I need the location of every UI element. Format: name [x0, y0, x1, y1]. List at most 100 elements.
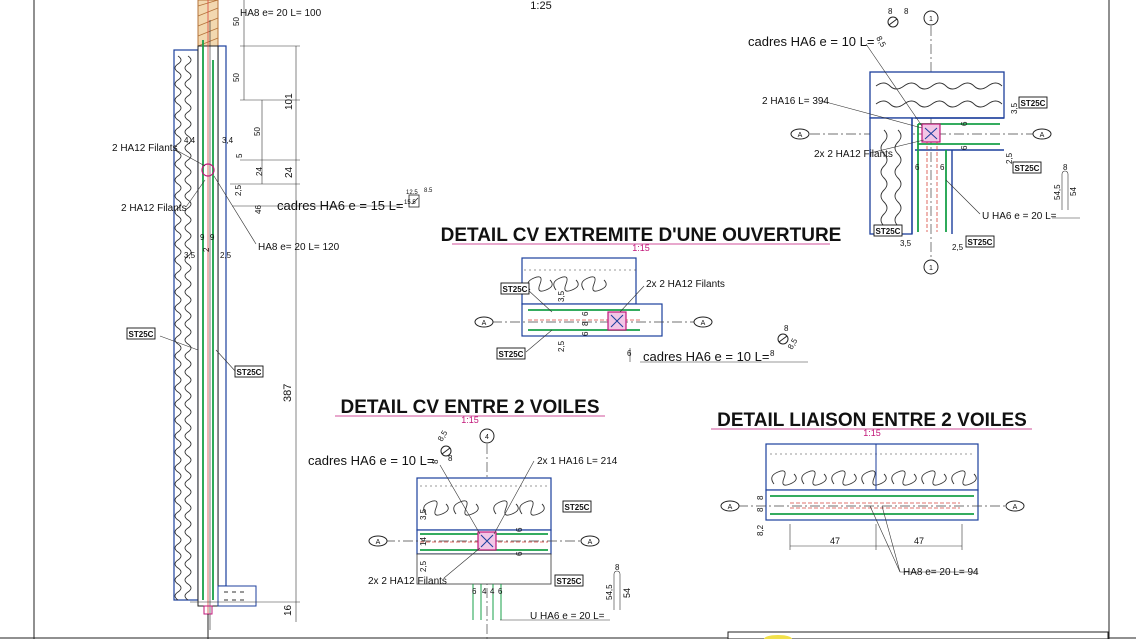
top-right-st25c-c: ST25C	[876, 227, 901, 236]
callout-ha8-mid: HA8 e= 20 L= 120	[258, 242, 340, 253]
opening-dim-8: 8	[581, 321, 590, 326]
detail-two-walls: DETAIL CV ENTRE 2 VOILES 1:15 4 A A cadr…	[308, 397, 632, 639]
two-walls-dim-b4b: 4	[490, 587, 495, 596]
two-walls-dim-54-5: 54,5	[605, 584, 614, 600]
liaison-ha8: HA8 e= 20 L= 94	[903, 567, 979, 578]
liaison-dim-8a: 8	[756, 495, 765, 500]
two-walls-dim-b6b: 6	[498, 587, 503, 596]
liaison-dim-8b: 8	[756, 507, 765, 512]
dim-4-4: 4,4	[184, 136, 196, 145]
sheet-scale: 1:25	[530, 0, 551, 12]
top-right-st25c-b: ST25C	[1015, 164, 1040, 173]
dim-2-5-b: 2,5	[220, 251, 232, 260]
two-walls-dim-2-5: 2,5	[419, 560, 428, 572]
top-right-sym-85: 8,5	[874, 35, 888, 50]
two-walls-ha16: 2x 1 HA16 L= 214	[537, 456, 618, 467]
dim-3-4: 3,4	[222, 136, 234, 145]
axis-marker-a-left-top: A	[798, 132, 803, 139]
two-walls-dim-6b: 6	[515, 551, 524, 556]
dim-2: 2	[202, 247, 211, 252]
title-detail-two-walls: DETAIL CV ENTRE 2 VOILES	[340, 397, 599, 418]
callout-ha12-filants-a: 2 HA12 Filants	[112, 143, 178, 154]
top-right-sym-8b: 8	[904, 7, 909, 16]
two-walls-sym-8b: 8	[448, 454, 453, 463]
two-walls-dim-b4a: 4	[482, 587, 487, 596]
detail-opening: DETAIL CV EXTREMITE D'UNE OUVERTURE 1:15…	[441, 225, 842, 364]
top-right-st25c-d: ST25C	[968, 238, 993, 247]
axis-marker-1-bottom: 1	[929, 265, 933, 272]
dim-50-b: 50	[232, 73, 241, 82]
two-walls-dim-b6a: 6	[472, 587, 477, 596]
scale-detail-liaison: 1:15	[863, 428, 881, 438]
opening-axis-a-left: A	[482, 320, 487, 327]
dim-3-5: 3,5	[184, 251, 196, 260]
two-walls-dim-8: 8	[615, 563, 620, 572]
st25c-tag-b: ST25C	[237, 368, 262, 377]
dim-387: 387	[282, 384, 294, 402]
top-right-dim-6b: 6	[960, 145, 969, 150]
top-right-ha12: 2x 2 HA12 Filants	[814, 149, 893, 160]
opening-sym-8b: 8	[770, 349, 775, 358]
scale-detail-opening: 1:15	[632, 243, 650, 253]
wall-section: HA8 e= 20 L= 100 2 HA12 Filants 2 HA12 F…	[112, 0, 433, 639]
top-right-dim-54: 54	[1069, 187, 1078, 196]
dim-5: 5	[235, 153, 244, 158]
top-right-dim-2-5a: 2,5	[1005, 152, 1014, 164]
top-right-dim-2-5b: 2,5	[952, 243, 964, 252]
two-walls-axis-4: 4	[485, 434, 489, 441]
detail-top-right: 1 1 A A cadres HA6 e = 10 L= 2 HA	[748, 7, 1080, 275]
liaison-dim-47b: 47	[914, 536, 924, 546]
symbol-dim-a: 12.5	[406, 190, 418, 196]
opening-dim-6a: 6	[581, 311, 590, 316]
liaison-dim-47a: 47	[830, 536, 840, 546]
two-walls-st25c-a: ST25C	[565, 503, 590, 512]
top-right-dim-8: 8	[1063, 163, 1068, 172]
callout-ha8-top: HA8 e= 20 L= 100	[240, 8, 322, 19]
detail-liaison: DETAIL LIAISON ENTRE 2 VOILES 1:15 A A 4…	[711, 410, 1032, 578]
dim-50-a: 50	[232, 17, 241, 26]
dim-16: 16	[283, 604, 294, 616]
top-right-u-ha6: U HA6 e = 20 L=	[982, 211, 1057, 222]
dim-24-b: 24	[284, 166, 295, 178]
opening-sym-8a: 8	[784, 324, 789, 333]
opening-ha12: 2x 2 HA12 Filants	[646, 279, 725, 290]
st25c-tag-a: ST25C	[129, 330, 154, 339]
opening-axis-a-right: A	[701, 320, 706, 327]
dim-24-a: 24	[255, 167, 264, 176]
symbol-dim-b: 8.5	[424, 188, 433, 194]
axis-marker-a-right-top: A	[1040, 132, 1045, 139]
axis-marker-1-top: 1	[929, 16, 933, 23]
dim-2-5-a: 2,5	[234, 184, 243, 196]
title-detail-opening: DETAIL CV EXTREMITE D'UNE OUVERTURE	[441, 225, 842, 246]
two-walls-dim-14: 14	[419, 537, 428, 546]
top-right-ha16: 2 HA16 L= 394	[762, 96, 829, 107]
dim-9-b: 9	[210, 233, 215, 242]
top-right-st25c-a: ST25C	[1021, 99, 1046, 108]
top-right-cadres: cadres HA6 e = 10 L=	[748, 34, 874, 49]
opening-st25c-a: ST25C	[503, 285, 528, 294]
top-right-dim-6d: 6	[940, 163, 945, 172]
title-detail-liaison: DETAIL LIAISON ENTRE 2 VOILES	[717, 410, 1027, 431]
insulation-outer	[173, 49, 199, 601]
top-right-dim-6c: 6	[915, 163, 920, 172]
liaison-dim-8-2: 8,2	[756, 524, 765, 536]
opening-cadres: cadres HA6 e = 10 L=	[643, 349, 769, 364]
two-walls-sym-8a: 8	[431, 459, 440, 464]
scale-detail-two-walls: 1:15	[461, 415, 479, 425]
dim-9-a: 9	[200, 233, 205, 242]
two-walls-dim-54: 54	[622, 588, 632, 598]
logo-fragment	[764, 635, 792, 639]
title-block-edge	[727, 631, 1109, 639]
callout-cadres-ha6: cadres HA6 e = 15 L=	[277, 198, 403, 213]
opening-dim-3-5: 3,5	[557, 290, 566, 302]
symbol-dim-c: 15.5	[404, 200, 416, 206]
dim-50-c: 50	[253, 127, 262, 136]
top-right-sym-8a: 8	[888, 7, 893, 16]
two-walls-dim-6a: 6	[515, 527, 524, 532]
top-right-dim-6a: 6	[960, 121, 969, 126]
opening-dim-2-5: 2,5	[557, 340, 566, 352]
liaison-axis-a-left: A	[728, 504, 733, 511]
two-walls-u-ha6: U HA6 e = 20 L=	[530, 611, 605, 622]
dim-101: 101	[284, 93, 295, 110]
